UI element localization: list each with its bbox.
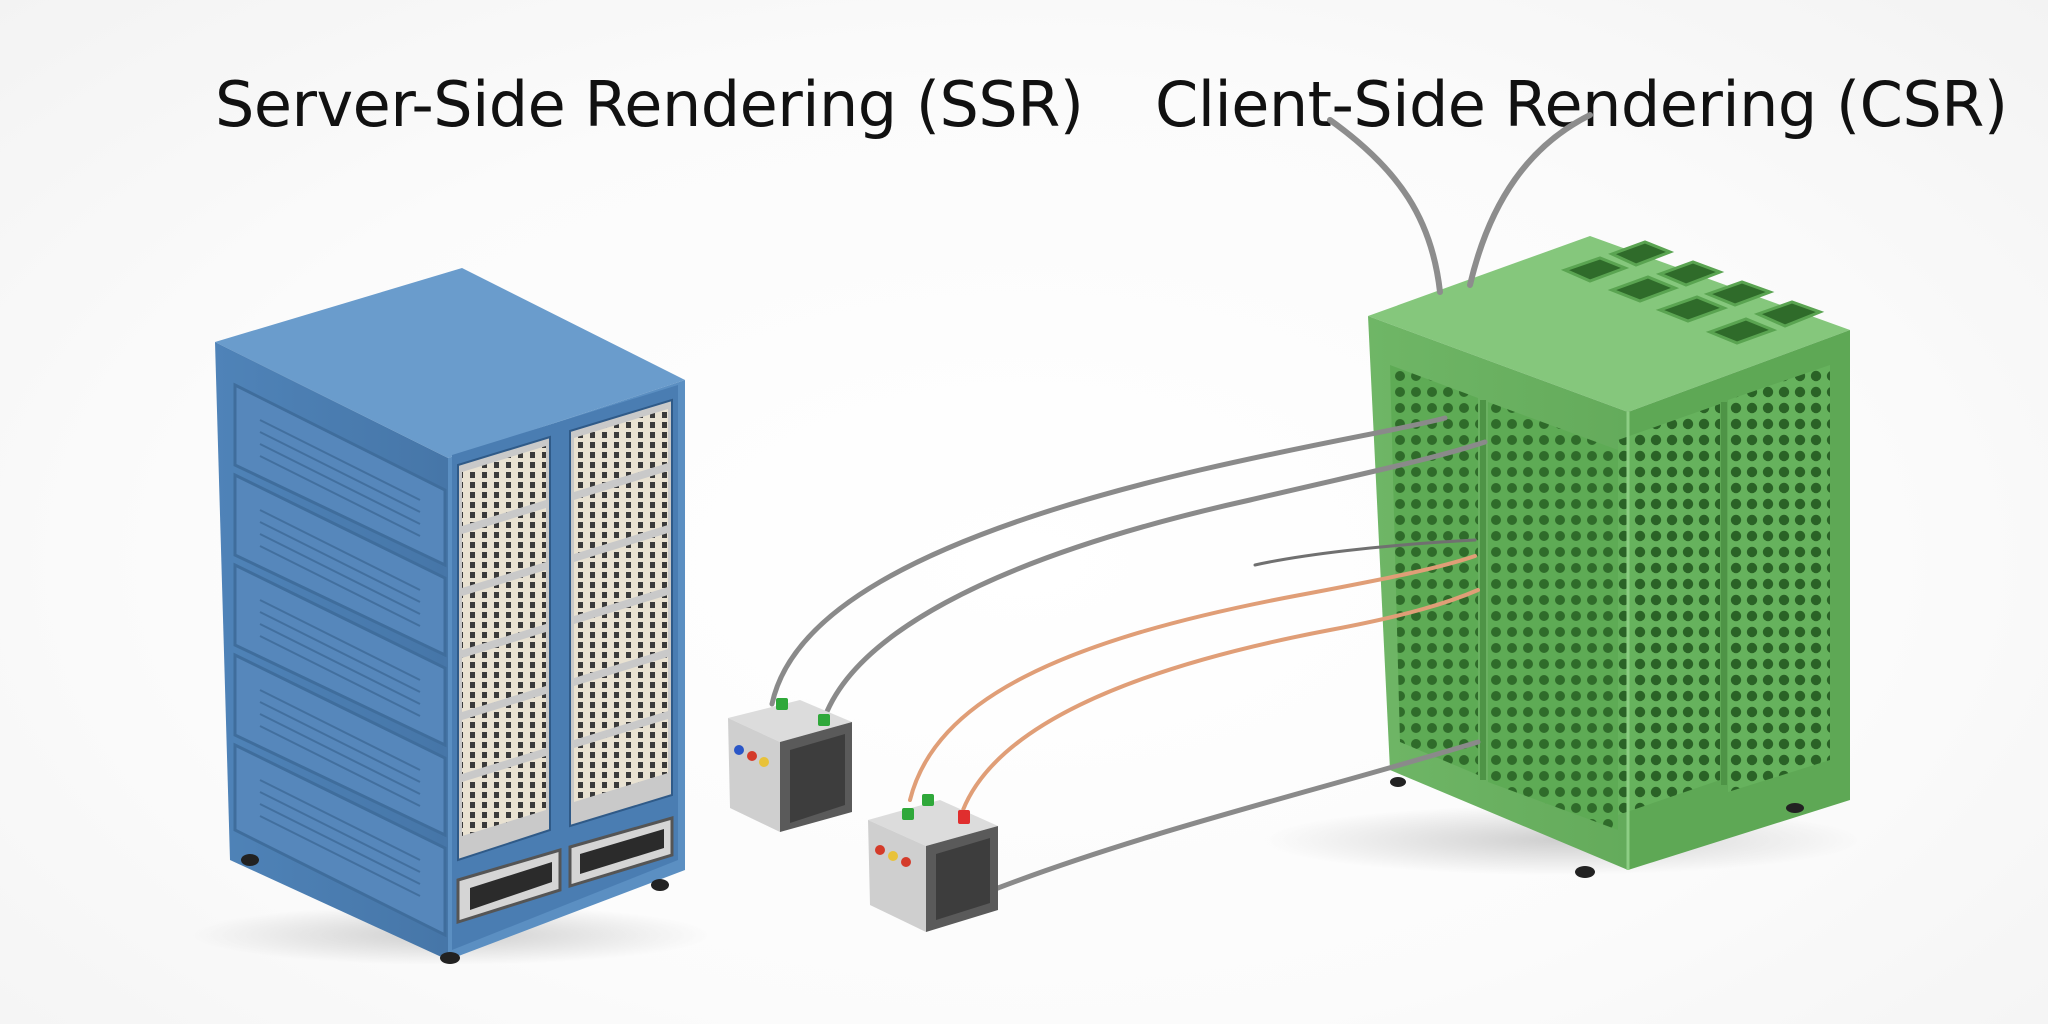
connection-cables [769, 415, 1488, 891]
csr-title: Client-Side Rendering (CSR) [1155, 68, 2008, 141]
ssr-server-rack [190, 268, 710, 965]
antenna-cables [1327, 112, 1593, 295]
ssr-title: Server-Side Rendering (SSR) [215, 68, 1084, 141]
connector-box-lower [868, 794, 998, 932]
connector-box-upper [728, 698, 852, 832]
csr-client-rack [1260, 236, 1860, 878]
